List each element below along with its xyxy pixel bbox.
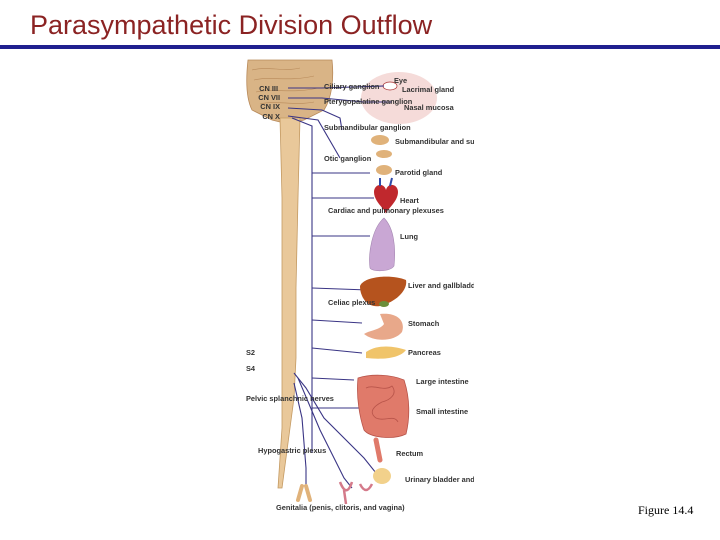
label-pancreas: Pancreas (408, 348, 441, 357)
label-lung: Lung (400, 232, 419, 241)
label-submandibular-ganglion: Submandibular ganglion (324, 123, 411, 132)
label-parotid-gland: Parotid gland (395, 168, 443, 177)
label-cn9: CN IX (260, 102, 280, 111)
label-large-intestine: Large intestine (416, 377, 469, 386)
label-cn3: CN III (259, 84, 278, 93)
pancreas-shape (366, 346, 406, 359)
liver-shape (360, 276, 407, 307)
parasympathetic-diagram: CN III CN VII CN IX CN X S2 S4 Ciliary g… (246, 59, 474, 512)
label-cn7: CN VII (258, 93, 280, 102)
label-eye: Eye (394, 76, 407, 85)
label-nasal-mucosa: Nasal mucosa (404, 103, 455, 112)
label-cn10: CN X (262, 112, 280, 121)
label-heart: Heart (400, 196, 419, 205)
label-rectum: Rectum (396, 449, 424, 458)
label-stomach: Stomach (408, 319, 440, 328)
lung-shape (369, 217, 395, 272)
label-urinary-bladder: Urinary bladder and ureters (405, 475, 474, 484)
label-s2: S2 (246, 348, 255, 357)
label-genitalia: Genitalia (penis, clitoris, and vagina) (276, 503, 405, 512)
nerve-paths (287, 85, 392, 489)
sublingual-gland-shape (376, 150, 392, 158)
genitalia-shapes (296, 481, 374, 505)
label-otic-ganglion: Otic ganglion (324, 154, 372, 163)
spinal-cord (277, 117, 301, 489)
label-submandibular-sublingual: Submandibular and sublingual glands (395, 137, 474, 146)
stomach-shape (364, 313, 403, 340)
figure-caption: Figure 14.4 (638, 503, 694, 517)
title-underline (0, 45, 720, 49)
slide-title: Parasympathetic Division Outflow (30, 10, 433, 40)
intestine-shape (357, 374, 410, 438)
label-pelvic-splanchnic-nerves: Pelvic splanchnic nerves (246, 394, 334, 403)
bladder-shape (373, 468, 391, 484)
label-small-intestine: Small intestine (416, 407, 468, 416)
label-lacrimal-gland: Lacrimal gland (402, 85, 455, 94)
heart-shape (374, 184, 398, 214)
face-region (361, 72, 437, 124)
gallbladder-shape (379, 301, 389, 307)
label-celiac-plexus: Celiac plexus (328, 298, 375, 307)
rectum-shape (373, 437, 383, 463)
label-liver-gallbladder: Liver and gallbladder (408, 281, 474, 290)
label-s4: S4 (246, 364, 256, 373)
parotid-gland-shape (376, 165, 392, 175)
label-pterygopalatine-ganglion: Pterygopalatine ganglion (324, 97, 413, 106)
label-cardiac-plexuses: Cardiac and pulmonary plexuses (328, 206, 444, 215)
label-hypogastric-plexus: Hypogastric plexus (258, 446, 326, 455)
label-ciliary-ganglion: Ciliary ganglion (324, 82, 380, 91)
submandibular-gland-shape (371, 135, 389, 145)
